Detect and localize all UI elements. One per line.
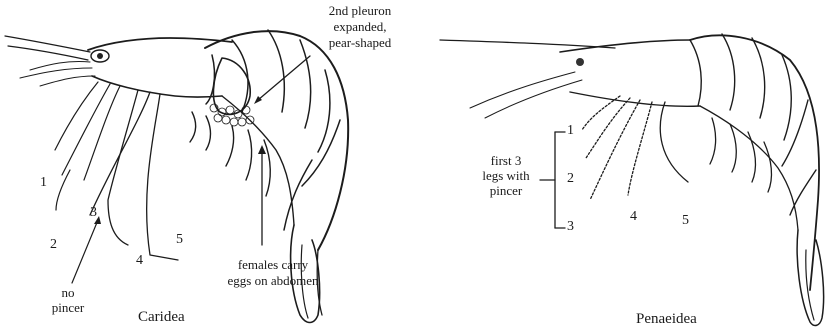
caridea-leg-number-4: 4 [136, 254, 143, 268]
penaeidea-leg-number-4: 4 [630, 210, 637, 224]
eggs-label-line-1: females carry [218, 258, 328, 271]
pincer-legs-label-line-1: first 3 [470, 154, 542, 167]
pleuron-label: 2nd pleuron expanded, pear-shaped [300, 4, 420, 49]
pleuron-label-line-1: 2nd pleuron [300, 4, 420, 17]
penaeidea-leg-number-1: 1 [567, 124, 574, 138]
caridea-leg-number-1: 1 [40, 176, 47, 190]
no-pincer-label-line-1: no [40, 286, 96, 299]
penaeidea-leg-number-2: 2 [567, 172, 574, 186]
eggs-label-line-2: eggs on abdomen [218, 274, 328, 287]
pleuron-label-line-2: expanded, [300, 20, 420, 33]
penaeidea-title: Penaeidea [636, 312, 697, 327]
pincer-legs-bracket [540, 132, 565, 228]
pleuron-label-line-3: pear-shaped [300, 36, 420, 49]
penaeidea-leg-number-5: 5 [682, 214, 689, 228]
caridea-leg-number-5: 5 [176, 233, 183, 247]
no-pincer-label-line-2: pincer [40, 301, 96, 314]
pincer-legs-label-line-3: pincer [470, 184, 542, 197]
pincer-legs-label: first 3 legs with pincer [470, 154, 542, 197]
pincer-legs-label-line-2: legs with [470, 169, 542, 182]
caridea-leg-number-3: 3 [90, 206, 97, 220]
eggs-label: females carry eggs on abdomen [218, 258, 328, 287]
caridea-title: Caridea [138, 310, 185, 325]
caridea-leg-number-2: 2 [50, 238, 57, 252]
no-pincer-label: no pincer [40, 286, 96, 314]
no-pincer-pointer-line [72, 220, 98, 283]
penaeidea-leg-number-3: 3 [567, 220, 574, 234]
